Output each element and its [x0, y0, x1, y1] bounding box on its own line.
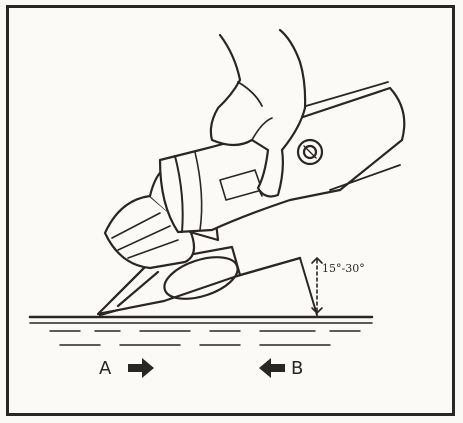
direction-b-label: B [291, 358, 304, 379]
direction-arrows [128, 358, 285, 378]
grinding-disc [96, 245, 242, 316]
direction-a-label: A [99, 358, 112, 379]
operator-hand [209, 28, 307, 198]
switch-dial [296, 138, 324, 166]
work-surface [28, 315, 374, 346]
arrow-right-icon [128, 358, 154, 378]
arrow-left-icon [259, 358, 285, 378]
handle [298, 81, 406, 192]
angle-label: 15°-30° [322, 262, 365, 275]
